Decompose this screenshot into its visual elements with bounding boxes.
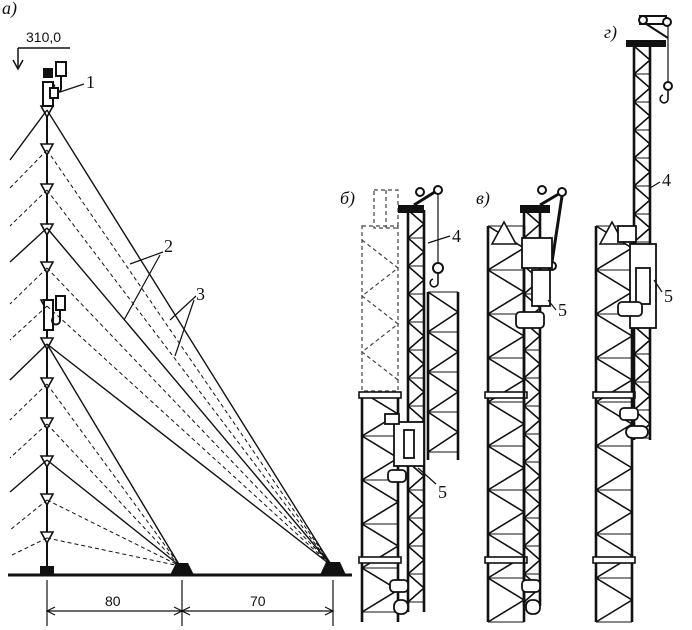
panel-b: б) <box>340 185 461 622</box>
guy-rope-solid <box>46 459 181 567</box>
guy-rope-dashed <box>46 305 333 567</box>
elevation-mark: 310,0 <box>12 29 70 71</box>
guy-ropes-solid <box>46 109 333 567</box>
panel-label-g: г) <box>604 22 617 43</box>
callout-5-b-leader <box>417 467 437 485</box>
callout-5-g-leader <box>653 279 663 293</box>
panel-a: 310,0 1 2 3 80 70 а) <box>2 0 352 626</box>
tower-v <box>484 220 528 623</box>
guy-rope-dashed <box>46 499 181 567</box>
tower-b-joint <box>358 556 402 564</box>
guy-rope-left <box>9 459 48 493</box>
callout-2-leader-a <box>129 251 164 265</box>
callout-5-g: 5 <box>664 286 673 306</box>
carriage-g <box>617 225 657 439</box>
guy-rope-dashed <box>46 267 333 567</box>
callout-3-leader-a <box>169 295 197 321</box>
callout-2: 2 <box>164 236 173 256</box>
climbing-crane-g <box>632 45 652 440</box>
panel-label-a: а) <box>2 0 17 19</box>
guy-ropes-dashed <box>46 149 333 567</box>
guy-rope-left-dashed <box>9 305 48 341</box>
mast-base <box>40 566 54 575</box>
panel-label-v: в) <box>476 188 490 209</box>
guy-rope-solid <box>46 343 181 567</box>
guy-rope-solid <box>46 227 333 567</box>
tower-v-joint <box>484 391 528 399</box>
panel-label-b: б) <box>340 188 355 209</box>
callout-1: 1 <box>86 72 95 92</box>
intermediate-climbing-crane <box>43 295 66 331</box>
callout-1-leader <box>59 83 85 93</box>
climbing-crane-b <box>406 209 426 612</box>
mast-section-marker <box>39 143 55 157</box>
callout-4-g-leader <box>649 181 661 189</box>
callout-4-b: 4 <box>452 226 461 246</box>
crane-head-b <box>398 185 444 288</box>
guy-rope-left <box>9 343 48 381</box>
mast-section-marker <box>39 377 55 391</box>
mast-section-marker <box>39 223 55 237</box>
callout-4-b-leader <box>427 235 451 244</box>
callout-4-g: 4 <box>662 170 671 190</box>
tower-g-joint <box>592 391 636 399</box>
planned-sections <box>361 189 399 392</box>
tower-b-bracing <box>360 391 400 613</box>
mast-section-marker <box>39 183 55 197</box>
tower-v-top-cap <box>490 220 518 245</box>
guy-rope-left-dashed <box>9 383 48 421</box>
panel-g: г) 4 5 <box>592 15 673 623</box>
crane-head-g <box>626 15 673 104</box>
mast-section-marker <box>39 337 55 351</box>
callout-5-v-leader <box>547 299 557 311</box>
tower-g-joint <box>592 556 636 564</box>
dim-left-80: 80 <box>105 593 121 609</box>
callout-2-leader-b <box>123 254 161 321</box>
tower-v-joint <box>484 556 528 564</box>
tower-b-joint <box>358 391 402 399</box>
mast-section-marker <box>39 531 55 545</box>
callout-3: 3 <box>196 284 205 304</box>
anchor-left <box>170 563 194 575</box>
guy-rope-left-dashed <box>9 149 48 189</box>
carriage-v <box>515 237 553 615</box>
mast-section-marker <box>39 493 55 507</box>
carriage-b <box>384 413 425 615</box>
guy-ropes-left <box>9 109 48 557</box>
guy-rope-dashed <box>46 423 181 567</box>
guy-rope-dashed <box>46 149 333 567</box>
tower-g <box>592 220 636 623</box>
guy-rope-left <box>9 227 48 263</box>
elevation-label: 310,0 <box>26 29 61 45</box>
guy-rope-left-dashed <box>9 537 48 557</box>
guy-rope-left-dashed <box>9 499 48 531</box>
mast-section-marker <box>39 455 55 469</box>
guy-rope-left-dashed <box>9 423 48 459</box>
dim-right-70: 70 <box>250 593 266 609</box>
guy-rope-dashed <box>46 537 181 567</box>
guy-rope-solid <box>46 343 333 567</box>
callout-5-v: 5 <box>558 300 567 320</box>
dimension-line: 80 70 <box>45 580 335 626</box>
mast-section-marker <box>39 417 55 431</box>
hoisted-section-b <box>426 291 460 460</box>
callout-5-b: 5 <box>438 482 447 502</box>
callout-3-leader-b <box>174 299 195 357</box>
mast-section-marker <box>39 261 55 275</box>
guy-rope-left <box>9 109 48 161</box>
guy-rope-dashed <box>46 189 333 567</box>
panel-v: в) 5 <box>476 185 567 623</box>
anchor-right <box>320 562 346 575</box>
guy-rope-left-dashed <box>9 267 48 305</box>
guy-rope-solid <box>46 109 333 567</box>
guy-rope-left-dashed <box>9 189 48 227</box>
guy-rope-dashed <box>46 383 181 567</box>
top-climbing-crane <box>42 61 67 107</box>
